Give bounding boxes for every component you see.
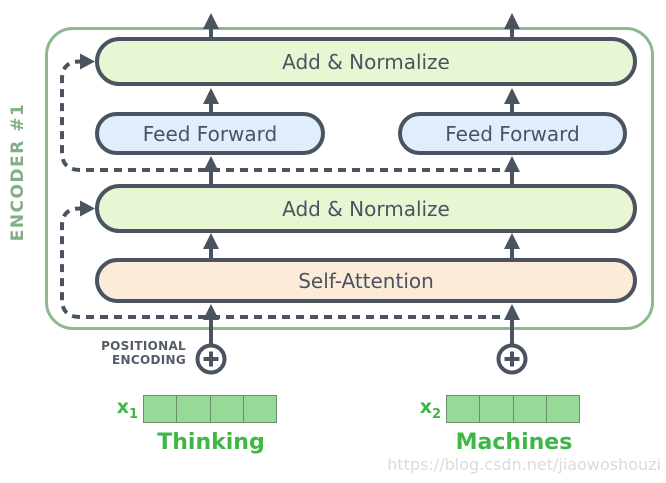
vector-cell	[479, 396, 513, 422]
vector-cell	[242, 396, 276, 422]
vector-cell	[447, 396, 480, 422]
encoder-outline	[45, 27, 654, 330]
feed-forward-right-label: Feed Forward	[445, 121, 580, 146]
add-normalize-bottom-label: Add & Normalize	[282, 196, 450, 221]
feed-forward-left-block: Feed Forward	[95, 112, 325, 155]
vector-cell	[209, 396, 243, 422]
residual-upper-arrowhead-icon	[80, 53, 95, 70]
add-normalize-top-label: Add & Normalize	[282, 49, 450, 74]
input-word-machines: Machines	[455, 430, 573, 455]
residual-connection-lower-dashed	[60, 206, 500, 319]
residual-connection-upper-dashed	[60, 59, 500, 172]
positional-encoding-line2: ENCODING	[112, 353, 186, 367]
self-attention-label: Self-Attention	[298, 268, 434, 293]
residual-lower-arrowhead-icon	[80, 200, 95, 217]
self-attention-block: Self-Attention	[95, 258, 637, 303]
vector-cell	[512, 396, 546, 422]
embedding-vector-x1	[143, 395, 277, 423]
vector-cell	[144, 396, 177, 422]
plus-circle-icon	[496, 343, 528, 375]
encoder-label: ENCODER #1	[8, 102, 28, 242]
vector-cell	[545, 396, 579, 422]
feed-forward-left-label: Feed Forward	[142, 121, 278, 146]
add-normalize-top-block: Add & Normalize	[95, 37, 637, 86]
plus-circle-icon	[195, 343, 227, 375]
add-normalize-bottom-block: Add & Normalize	[95, 184, 637, 233]
embedding-vector-x2	[446, 395, 580, 423]
positional-encoding-line1: POSITIONAL	[101, 339, 186, 353]
vector-cell	[176, 396, 210, 422]
watermark-url: https://blog.csdn.net/jiaowoshouzi	[387, 455, 661, 474]
input-symbol-x2: x2	[419, 396, 441, 422]
input-symbol-x1: x1	[116, 396, 138, 422]
feed-forward-right-block: Feed Forward	[398, 112, 627, 155]
positional-encoding-label: POSITIONAL ENCODING	[76, 339, 186, 367]
flow-arrows	[203, 13, 520, 347]
input-word-thinking: Thinking	[157, 430, 265, 455]
